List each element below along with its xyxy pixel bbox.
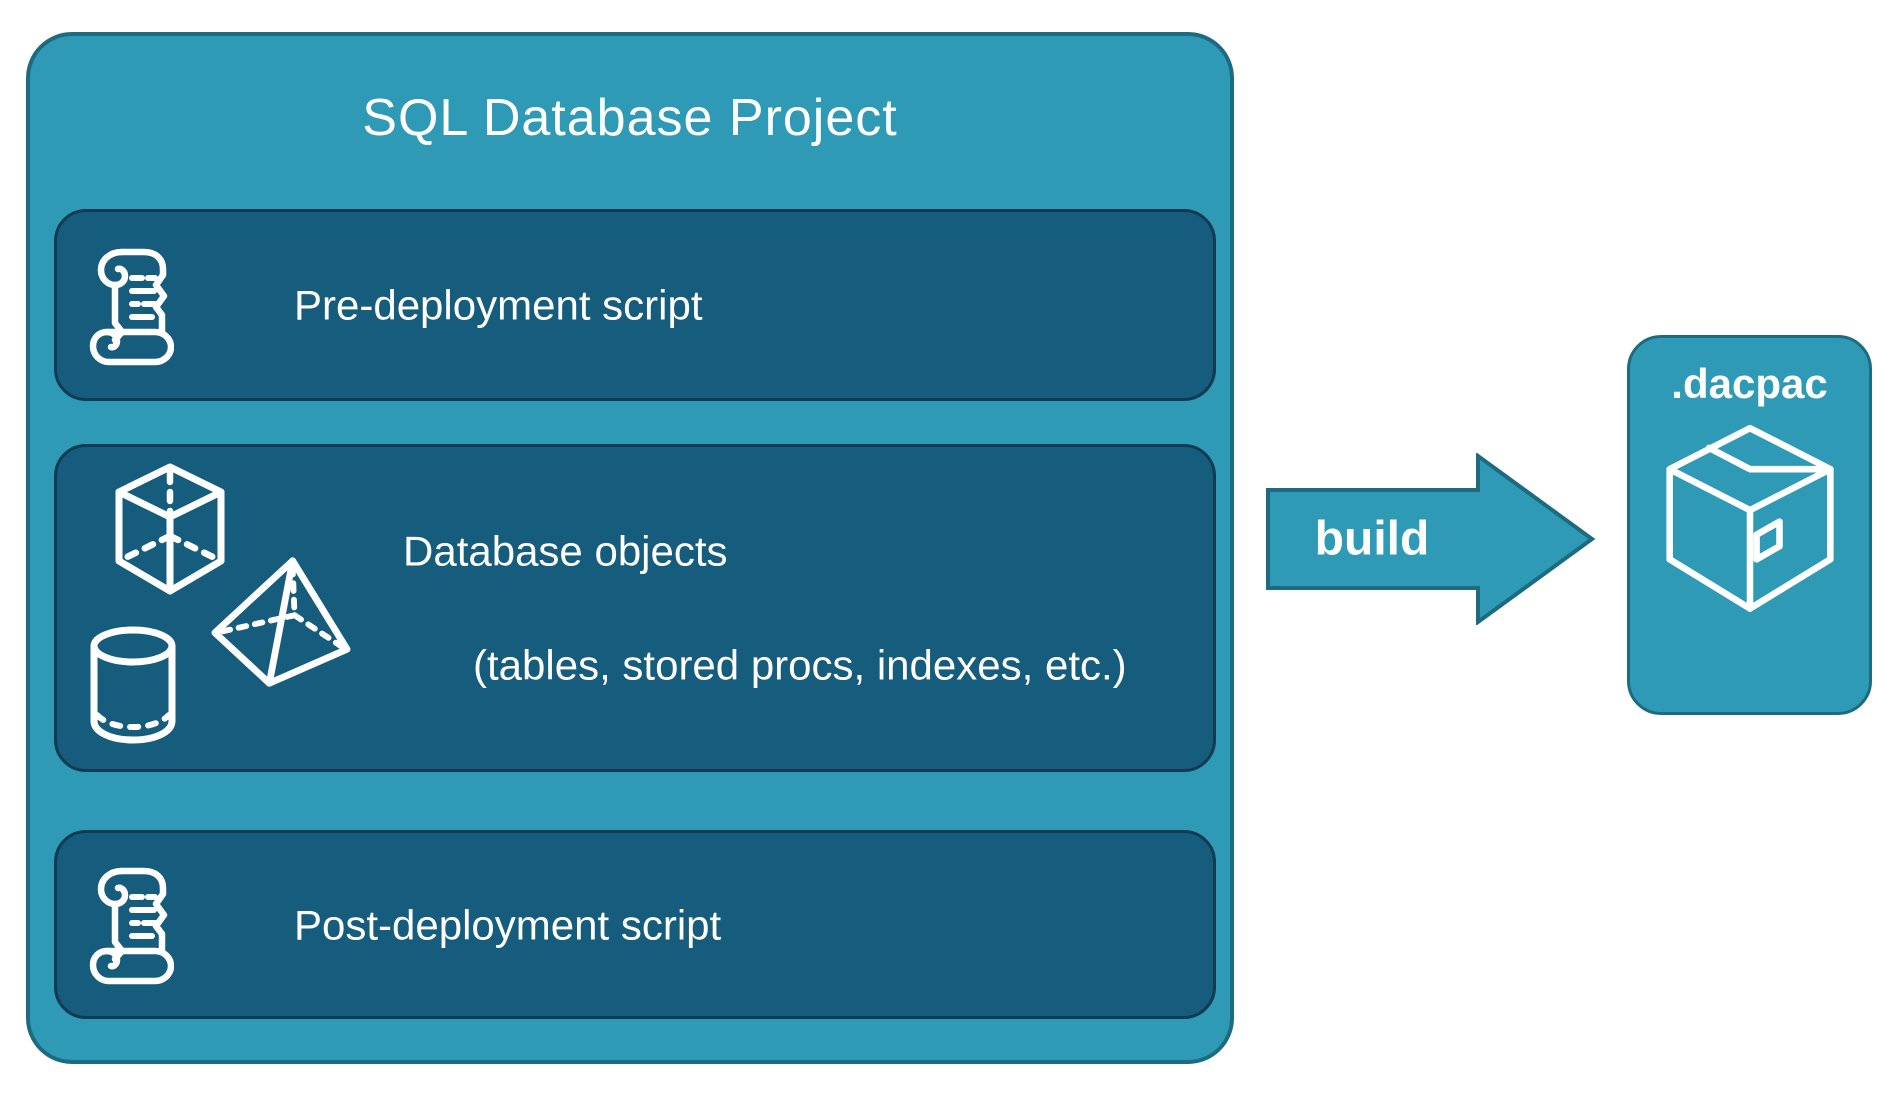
dacpac-label: .dacpac bbox=[1671, 360, 1828, 407]
panel-post-deployment: Post-deployment script bbox=[54, 830, 1216, 1019]
build-arrow: build bbox=[1266, 453, 1596, 625]
database-objects-line1: Database objects bbox=[403, 527, 728, 575]
pyramid-icon bbox=[211, 557, 351, 687]
panel-label-pre-deployment: Pre-deployment script bbox=[294, 281, 703, 329]
panel-label-database-objects: Database objects (tables, stored procs, … bbox=[403, 523, 1127, 694]
panel-database-objects: Database objects (tables, stored procs, … bbox=[54, 444, 1216, 772]
scroll-icon bbox=[89, 248, 174, 366]
sql-database-project-container: SQL Database Project Pre-deployment scri… bbox=[26, 32, 1234, 1064]
project-title: SQL Database Project bbox=[362, 89, 898, 147]
database-objects-line2: (tables, stored procs, indexes, etc.) bbox=[473, 641, 1127, 689]
package-icon bbox=[1665, 424, 1834, 612]
panel-pre-deployment: Pre-deployment script bbox=[54, 209, 1216, 401]
build-label: build bbox=[1314, 512, 1430, 566]
scroll-icon bbox=[89, 867, 174, 985]
cube-icon bbox=[115, 463, 225, 595]
dacpac-box: .dacpac bbox=[1627, 335, 1872, 715]
arrow-right-icon bbox=[1266, 453, 1596, 625]
cylinder-icon bbox=[90, 626, 176, 744]
panel-label-post-deployment: Post-deployment script bbox=[294, 901, 722, 948]
